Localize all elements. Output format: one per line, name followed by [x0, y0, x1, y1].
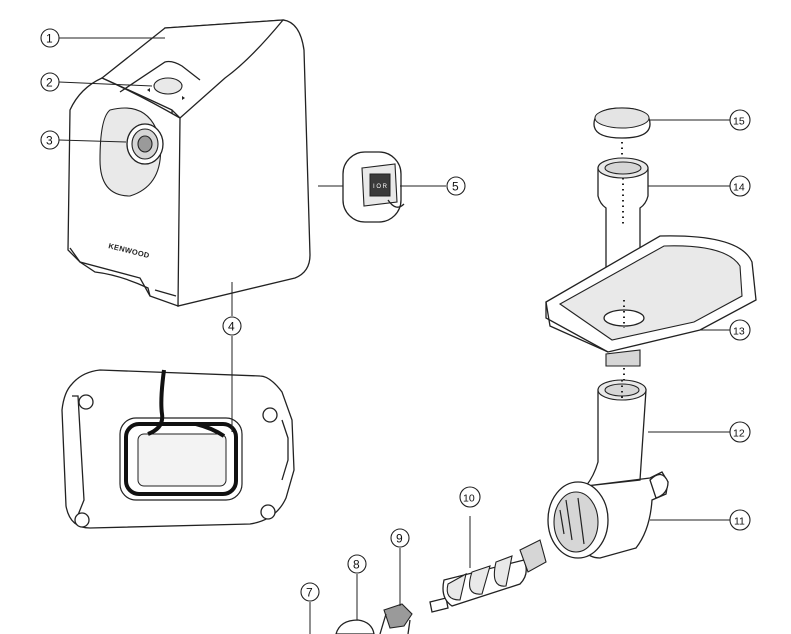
pusher	[593, 107, 651, 139]
callout-10: 10	[459, 486, 481, 508]
svg-text:3: 3	[46, 134, 53, 148]
motor-unit: KENWOOD	[67, 19, 311, 307]
screen	[335, 574, 375, 634]
callout-14: 14	[729, 175, 751, 197]
mincer-body	[547, 379, 730, 559]
svg-text:7: 7	[306, 586, 313, 600]
svg-text:11: 11	[734, 516, 745, 528]
svg-text:5: 5	[452, 180, 459, 194]
tray	[545, 235, 757, 367]
worm	[429, 516, 547, 613]
svg-text:15: 15	[733, 116, 745, 128]
svg-text:10: 10	[463, 493, 475, 505]
callout-12: 12	[729, 421, 751, 443]
callout-5: 5	[446, 176, 466, 196]
svg-text:8: 8	[353, 558, 360, 572]
callout-7: 7	[300, 582, 320, 602]
callout-15: 15	[729, 109, 751, 131]
switch-inset: I O R	[318, 151, 405, 223]
callout-8: 8	[347, 554, 367, 574]
svg-text:13: 13	[733, 326, 745, 338]
callout-1: 1	[40, 28, 60, 48]
callout-11: 11	[729, 509, 751, 531]
callout-2: 2	[40, 72, 60, 92]
svg-text:9: 9	[396, 532, 403, 546]
callout-3: 3	[40, 130, 60, 150]
reverse-button[interactable]	[147, 77, 185, 100]
svg-text:14: 14	[733, 182, 745, 194]
callout-4: 4	[222, 316, 242, 336]
callout-9: 9	[390, 528, 410, 548]
svg-text:1: 1	[46, 32, 53, 46]
callout-13: 13	[729, 319, 751, 341]
svg-text:2: 2	[46, 76, 53, 90]
cutter	[379, 548, 413, 634]
svg-text:4: 4	[228, 320, 235, 334]
attachment-outlet	[99, 107, 164, 197]
base-underside	[61, 282, 295, 529]
svg-text:12: 12	[733, 428, 745, 440]
switch-label: I O R	[373, 184, 388, 190]
